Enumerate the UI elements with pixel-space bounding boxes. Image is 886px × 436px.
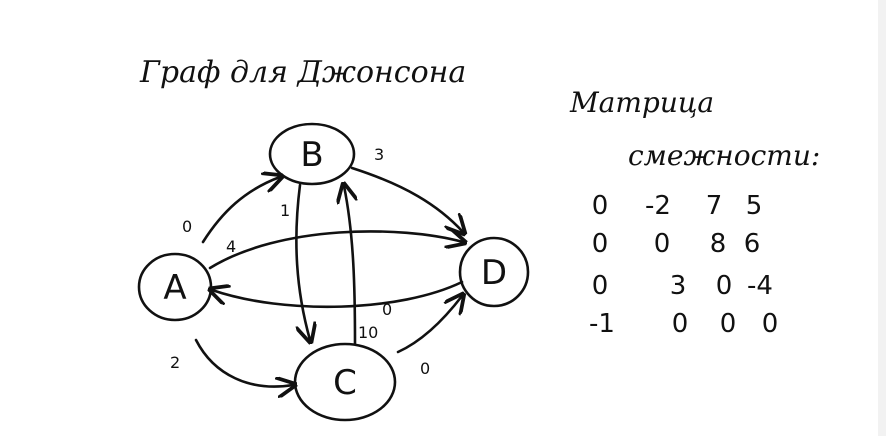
edge-b-c [295, 183, 310, 340]
node-d-label: D [481, 253, 507, 293]
node-b-label: B [300, 135, 323, 175]
adjacency-matrix: 0 -2 7 5 0 0 8 6 0 3 0 -4 -1 0 0 0 [589, 191, 778, 339]
weight-d-a: 0 [382, 300, 392, 319]
weight-a-c: 2 [170, 353, 180, 372]
weight-b-c: 1 [280, 201, 290, 220]
weight-a-b: 0 [182, 217, 192, 236]
edge-a-b [201, 177, 280, 244]
matrix-cell: 0 [592, 271, 609, 301]
edge-c-b [344, 186, 355, 346]
node-d: D [458, 236, 530, 308]
matrix-cell: 0 [716, 271, 733, 301]
matrix-heading-line-2: смежности: [628, 139, 820, 172]
matrix-cell: 7 [706, 191, 723, 221]
matrix-cell: -1 [589, 309, 615, 339]
node-a-label: A [163, 268, 186, 308]
matrix-cell: 0 [672, 309, 689, 339]
matrix-cell: 0 [654, 229, 671, 259]
edge-a-c [194, 338, 293, 387]
edge-b-d [350, 166, 463, 232]
weight-a-d: 4 [226, 237, 236, 256]
matrix-heading-line-1: Матрица [569, 86, 714, 119]
diagram-title: Граф для Джонсона [139, 55, 466, 90]
weight-c-d: 0 [420, 359, 430, 378]
node-c: C [293, 342, 397, 422]
matrix-cell: -4 [747, 271, 773, 301]
page-edge [878, 0, 886, 436]
node-c-label: C [333, 363, 357, 403]
node-a: A [137, 252, 213, 322]
matrix-cell: 0 [592, 229, 609, 259]
weight-c-b: 10 [358, 323, 378, 342]
matrix-cell: 3 [670, 271, 687, 301]
matrix-cell: -2 [645, 191, 671, 221]
edge-c-d [396, 296, 462, 354]
weight-b-d: 3 [374, 145, 384, 164]
matrix-cell: 0 [762, 309, 779, 339]
matrix-cell: 5 [746, 191, 763, 221]
matrix-cell: 0 [592, 191, 609, 221]
edge-a-d [208, 231, 463, 270]
node-b: B [268, 122, 356, 186]
edge-d-a [212, 280, 464, 309]
matrix-cell: 6 [744, 229, 761, 259]
matrix-cell: 8 [710, 229, 727, 259]
matrix-cell: 0 [720, 309, 737, 339]
